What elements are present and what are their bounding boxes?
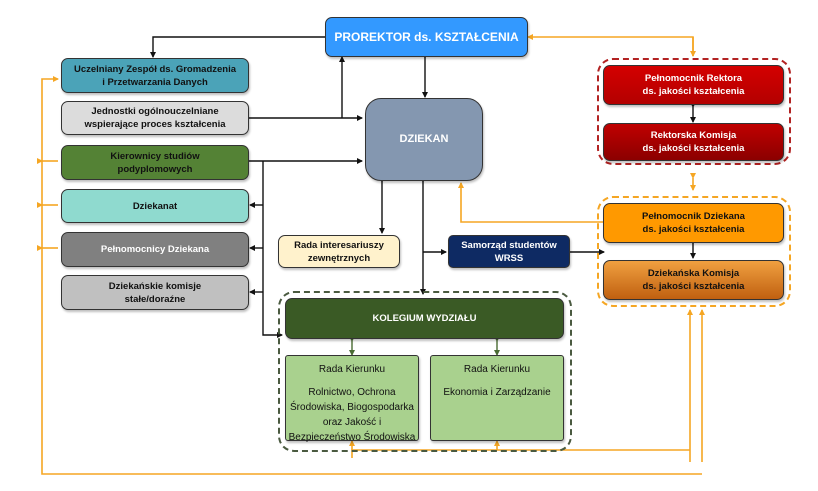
dziekanska-komisja-line1: Dziekańska Komisja [647, 268, 740, 279]
rektorska-komisja-line1: Rektorska Komisja [650, 130, 737, 141]
kierownicy-line2: podyplomowych [117, 163, 193, 175]
kierownicy-line1: Kierownicy studiów [110, 150, 200, 162]
kolegium-label: KOLEGIUM WYDZIAŁU [372, 313, 477, 324]
dziekanska-komisja-line2: ds. jakości kształcenia [642, 281, 745, 292]
prorektor-box: PROREKTOR ds. KSZTAŁCENIA [325, 17, 528, 57]
line-feedback-left [41, 76, 702, 475]
rektorska-komisja-line2: ds. jakości kształcenia [642, 143, 745, 154]
pelnomocnik-rektora-line2: ds. jakości kształcenia [642, 86, 745, 97]
rada-interesariuszy-line2: zewnętrznych [307, 252, 371, 264]
jednostki-box: Jednostki ogólnouczelniane wspierające pr… [61, 101, 249, 135]
rada-interesariuszy-line1: Rada interesariuszy [294, 239, 384, 251]
komisje-line2: stałe/doraźne [124, 293, 186, 305]
jednostki-line1: Jednostki ogólnouczelniane [91, 106, 219, 117]
dziekanat-box: Dziekanat [61, 189, 249, 223]
line-quality-dziekan [458, 182, 604, 223]
rada-kierunku-2-box: Rada Kierunku Ekonomia i Zarządzanie [430, 355, 564, 441]
line-bus-kolegium [262, 161, 283, 338]
zespol-line2: i Przetwarzania Danych [102, 76, 208, 88]
pelnomocnik-dziekana-line1: Pełnomocnik Dziekana [642, 211, 745, 222]
line-quality-prorektor [527, 34, 694, 56]
rada-kierunku-2-body: Ekonomia i Zarządzanie [443, 387, 551, 398]
pelnomocnik-rektora-box: Pełnomocnik Rektora ds. jakości kształcen… [603, 65, 784, 105]
samorzad-line2: WRSS [494, 252, 524, 264]
pelnomocnicy-box: Pełnomocnicy Dziekana [61, 232, 249, 267]
prorektor-label: PROREKTOR ds. KSZTAŁCENIA [334, 29, 519, 44]
jednostki-line2: wspierające proces kształcenia [84, 119, 226, 130]
dziekanska-komisja-box: Dziekańska Komisja ds. jakości kształceni… [603, 260, 784, 300]
pelnomocnik-rektora-line1: Pełnomocnik Rektora [644, 73, 743, 84]
samorzad-line1: Samorząd studentów [461, 239, 557, 251]
dziekan-label: DZIEKAN [399, 133, 449, 145]
pelnomocnik-dziekana-box: Pełnomocnik Dziekana ds. jakości kształce… [603, 203, 784, 243]
rada-kierunku-1-body: Rolnictwo, Ochrona Środowiska, Biogospod… [288, 387, 416, 443]
rada-kierunku-2-title: Rada Kierunku [463, 364, 531, 375]
dziekan-box: DZIEKAN [365, 98, 483, 181]
komisje-line1: Dziekańskie komisje [108, 280, 202, 292]
line-prorektor-zespol [150, 34, 330, 58]
rada-kierunku-1-title: Rada Kierunku [318, 364, 386, 375]
rektorska-komisja-box: Rektorska Komisja ds. jakości kształcenia [603, 123, 784, 161]
pelnomocnicy-label: Pełnomocnicy Dziekana [100, 244, 210, 255]
kolegium-box: KOLEGIUM WYDZIAŁU [285, 298, 564, 339]
dziekanat-label: Dziekanat [132, 200, 178, 212]
rector-quality-group [597, 58, 791, 165]
pelnomocnik-dziekana-line2: ds. jakości kształcenia [642, 224, 745, 235]
rada-kierunku-1-box: Rada Kierunku Rolnictwo, Ochrona Środowi… [285, 355, 419, 443]
zespol-line1: Uczelniany Zespół ds. Gromadzenia [73, 63, 237, 75]
